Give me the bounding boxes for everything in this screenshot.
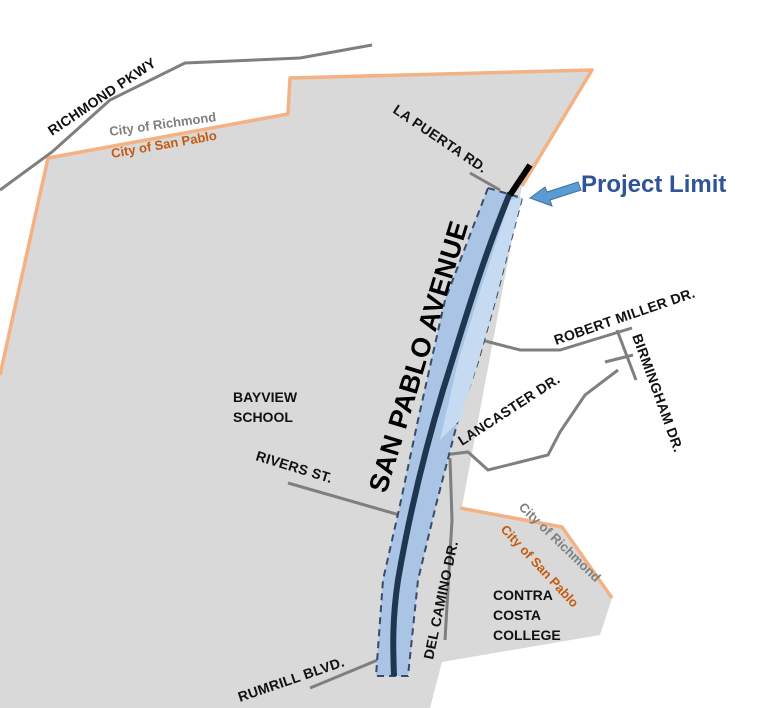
- project-limit-label: Project Limit: [581, 171, 726, 198]
- contra-costa-college-label-line3: COLLEGE: [493, 627, 561, 643]
- project-limit-arrow: [528, 181, 582, 207]
- city-boundary-line-south: [459, 506, 614, 600]
- birmingham-tick: [604, 353, 634, 364]
- bayview-school-label-line2: SCHOOL: [233, 409, 293, 425]
- rumrill-road: [309, 653, 391, 690]
- lancaster-road: [435, 368, 619, 472]
- san-pablo-city-area: [0, 70, 612, 708]
- san-pablo-avenue-north-extension: [507, 163, 533, 197]
- project-corridor-highlight: [440, 198, 522, 440]
- contra-costa-college-label-line1: CONTRA: [493, 587, 553, 603]
- contra-costa-college-label-line2: COSTA: [493, 607, 541, 623]
- san-pablo-avenue-road: [390, 191, 513, 677]
- birmingham-road: [615, 329, 638, 381]
- robert-miller-road: [469, 326, 633, 352]
- city-boundary-line: [0, 68, 594, 376]
- del-camino-road: [443, 457, 454, 641]
- bayview-school-label-line1: BAYVIEW: [233, 389, 298, 405]
- rivers-road: [287, 481, 404, 518]
- la-puerta-road: [469, 171, 501, 192]
- richmond-pkwy-road: [0, 43, 373, 192]
- robert-miller-label: ROBERT MILLER DR.: [552, 284, 697, 347]
- birmingham-label: BIRMINGHAM DR.: [629, 332, 687, 455]
